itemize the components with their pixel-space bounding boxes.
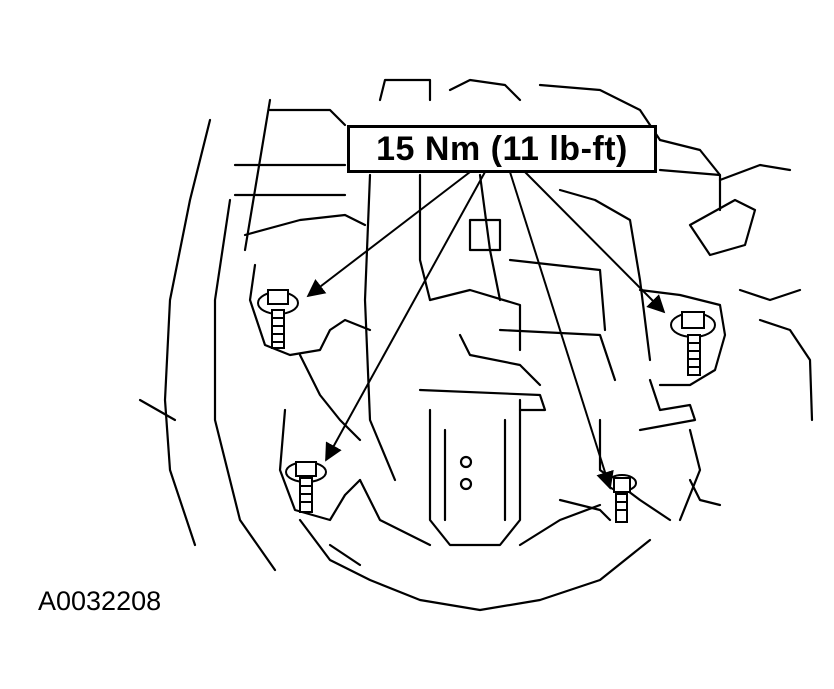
arrow-lower-left xyxy=(325,171,486,462)
arrow-upper-left xyxy=(306,171,471,298)
leader-arrows xyxy=(306,171,666,490)
arrow-lower-right xyxy=(509,171,614,490)
lower-right-nut xyxy=(607,474,637,523)
torque-callout: 15 Nm (11 lb-ft) xyxy=(347,125,657,173)
component-outline xyxy=(138,78,814,612)
upper-right-nut xyxy=(670,311,716,376)
lower-left-nut xyxy=(285,461,327,513)
arrow-upper-right xyxy=(524,171,666,314)
upper-left-nut xyxy=(257,289,299,349)
figure-id: A0032208 xyxy=(38,586,162,616)
